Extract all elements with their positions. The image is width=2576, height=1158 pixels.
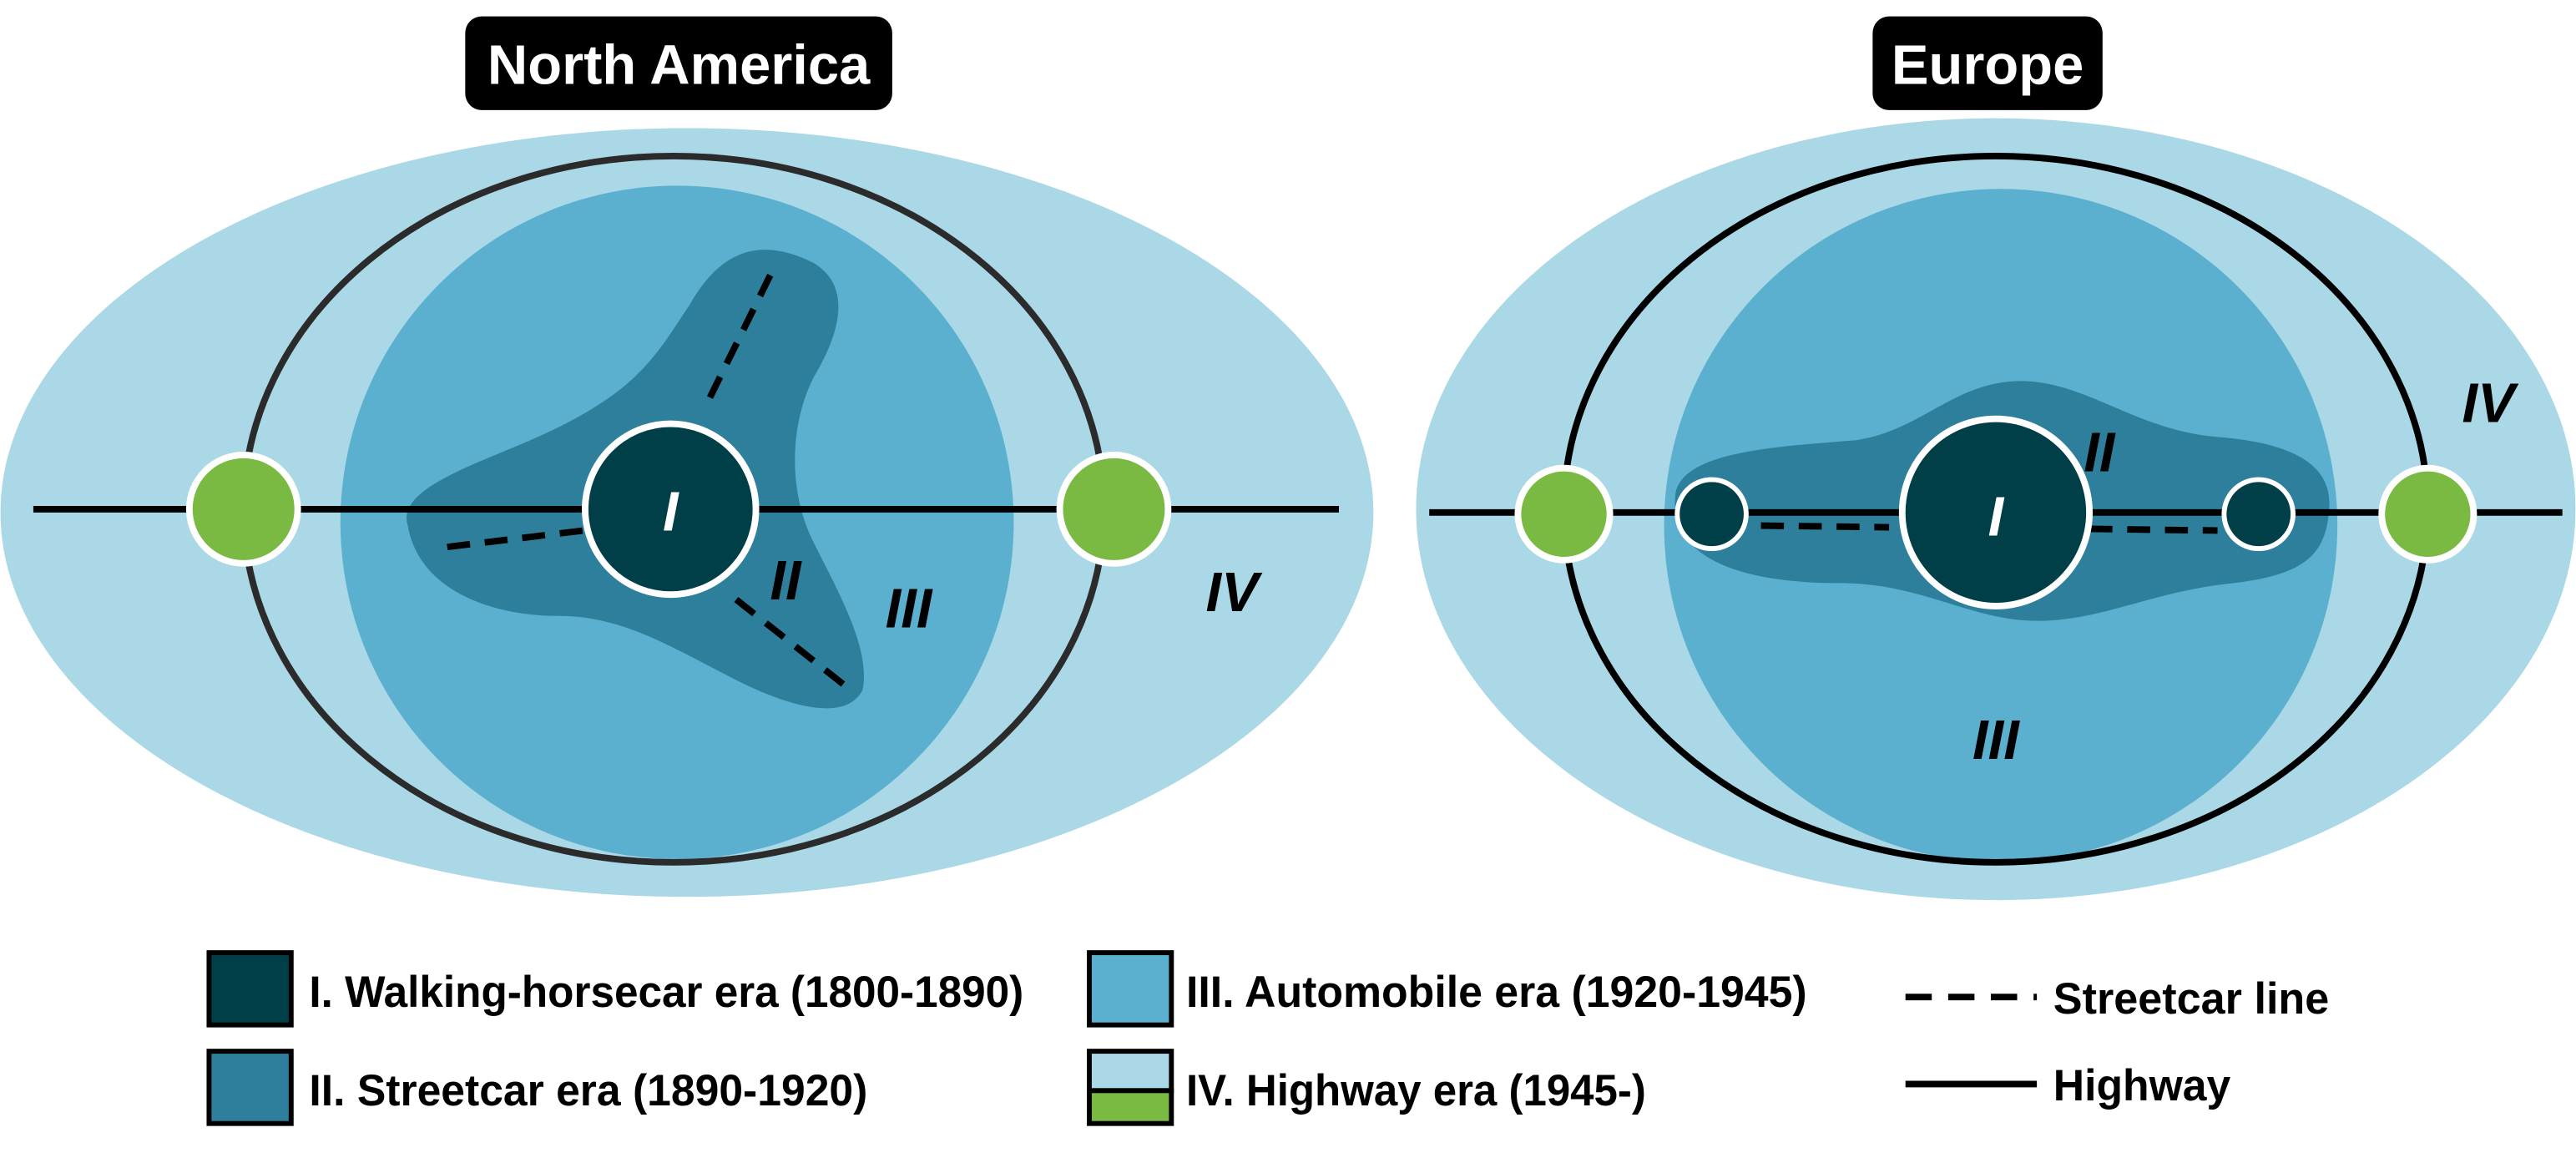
legend: I. Walking-horsecar era (1800-1890) II. … (206, 950, 2330, 1126)
legend-label: IV. Highway era (1945-) (1186, 1066, 1646, 1115)
era4-label: IV (2462, 372, 2520, 435)
north-america-panel: I II III IV North America (0, 16, 1374, 898)
era1-core (1898, 415, 2094, 609)
panel-title: North America (487, 33, 871, 96)
era1-core (582, 420, 760, 599)
legend-label: II. Streetcar era (1890-1920) (309, 1066, 867, 1115)
legend-label: III. Automobile era (1920-1945) (1186, 968, 1807, 1017)
legend-swatch-era2 (206, 1049, 294, 1126)
legend-label: Streetcar line (2053, 974, 2330, 1024)
legend-swatch-era3 (1086, 950, 1174, 1028)
era3-label: III (886, 578, 933, 640)
legend-label: Highway (2053, 1061, 2231, 1110)
title-box (465, 16, 892, 110)
highway-node (1514, 464, 1614, 564)
era3-label: III (1972, 709, 2020, 771)
highway-node (185, 452, 301, 567)
panel-title: Europe (1892, 33, 2084, 96)
secondary-core (2221, 477, 2296, 552)
legend-label: I. Walking-horsecar era (1800-1890) (309, 968, 1023, 1017)
streetcar-lines (447, 269, 849, 690)
highway-node (2378, 464, 2478, 564)
streetcar-lines (1760, 522, 2218, 534)
era2-label: II (770, 549, 802, 612)
era2-label: II (2084, 422, 2116, 484)
legend-swatch-era4 (1086, 1049, 1174, 1094)
era1-label: I (1988, 485, 2005, 548)
title-box (1872, 16, 2103, 110)
secondary-core (1674, 477, 1749, 552)
europe-panel: I II III IV Europe (1416, 16, 2576, 901)
era4-label: IV (1206, 561, 1264, 624)
era1-label: I (663, 480, 679, 543)
legend-swatch-era4-node (1086, 1088, 1174, 1126)
legend-swatch-era1 (206, 950, 294, 1028)
highway-node (1056, 452, 1172, 567)
